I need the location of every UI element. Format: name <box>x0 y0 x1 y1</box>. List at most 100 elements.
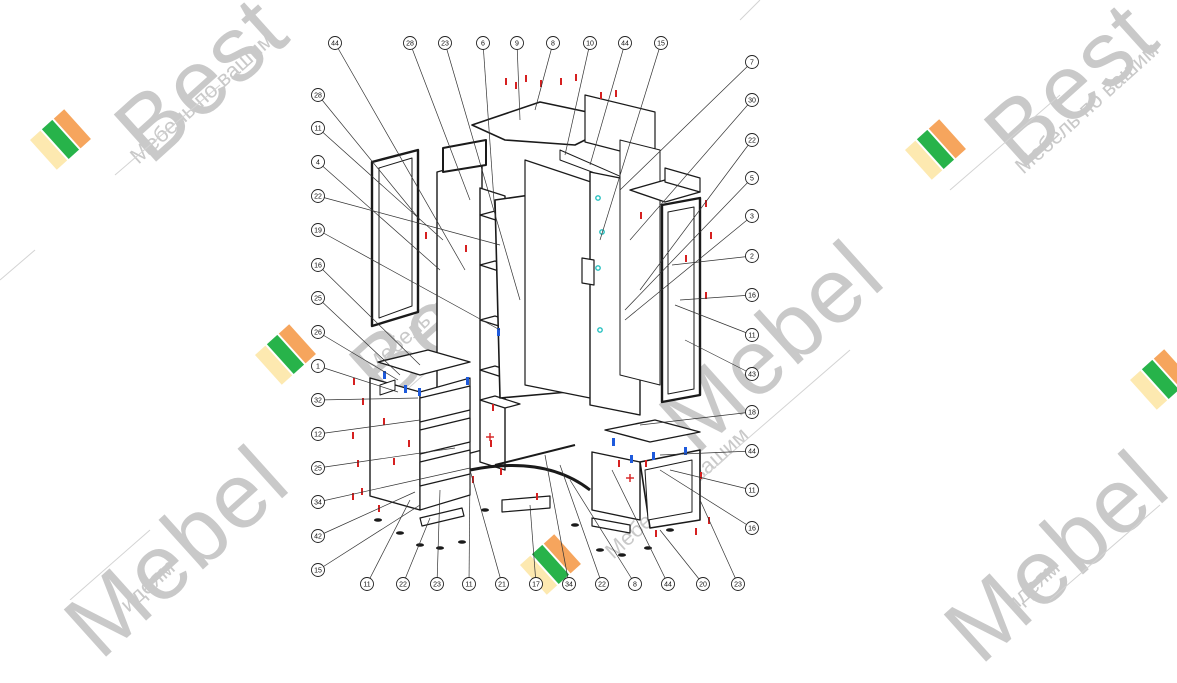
callout: 26 <box>311 325 325 339</box>
callout: 8 <box>628 577 642 591</box>
leader-line <box>317 447 456 469</box>
callout-number: 2 <box>750 253 754 260</box>
leader-line <box>317 195 501 246</box>
screw-hole-marker <box>645 460 647 467</box>
logo-mark <box>255 324 316 385</box>
dowel-marker <box>630 455 633 463</box>
callout: 16 <box>311 258 325 272</box>
callout: 28 <box>403 36 417 50</box>
callout-circle <box>654 36 668 50</box>
callout: 44 <box>328 36 342 50</box>
callout-number: 16 <box>748 525 756 532</box>
furniture-parts <box>369 94 702 534</box>
leader-line <box>482 42 496 216</box>
plinth-bar <box>501 495 551 513</box>
callout: 19 <box>311 223 325 237</box>
callout: 10 <box>583 36 597 50</box>
callout: 22 <box>396 577 410 591</box>
callout: 25 <box>311 291 325 305</box>
screw-hole-marker <box>685 255 687 262</box>
logo-stripe-orange <box>543 534 581 574</box>
screw-hole-marker <box>705 200 707 207</box>
screw-hole-marker <box>383 418 385 425</box>
callout: 5 <box>745 171 759 185</box>
foot-marker <box>481 508 489 512</box>
callout: 8 <box>546 36 560 50</box>
watermark-rule <box>949 94 1061 191</box>
leader-line <box>317 365 399 393</box>
callout-number: 6 <box>481 40 485 47</box>
callout-number: 28 <box>314 92 322 99</box>
callout: 23 <box>731 577 745 591</box>
callout-number: 11 <box>363 581 370 588</box>
right-cabinet-top <box>604 419 701 443</box>
leader-line <box>639 139 753 291</box>
screw-hole-marker <box>490 440 492 447</box>
callout-circle <box>360 577 374 591</box>
cabinet-top <box>377 349 471 376</box>
callout-circle <box>311 189 325 203</box>
callout: 16 <box>745 521 759 535</box>
callout-number: 26 <box>314 329 322 336</box>
callout-number: 7 <box>750 59 754 66</box>
hardware-markers <box>352 74 712 557</box>
callout-circle <box>430 577 444 591</box>
leader-line <box>671 255 753 266</box>
callout-circle <box>476 36 490 50</box>
callout: 21 <box>495 577 509 591</box>
leader-line <box>366 499 411 585</box>
callout-number: 22 <box>748 137 756 144</box>
leader-line <box>317 297 401 376</box>
leader-line <box>611 469 669 585</box>
callout-number: 8 <box>551 40 555 47</box>
leader-line <box>317 229 501 331</box>
callout: 22 <box>311 189 325 203</box>
logo-stripe-orange <box>928 119 966 159</box>
screw-hole-marker <box>615 90 617 97</box>
leader-line <box>516 42 521 121</box>
callout-circle <box>546 36 560 50</box>
right-inner-panel <box>619 139 661 386</box>
callout: 34 <box>562 577 576 591</box>
foot-marker <box>416 543 424 547</box>
callout-circle <box>438 36 452 50</box>
callout-number: 23 <box>441 40 449 47</box>
callout: 1 <box>311 359 325 373</box>
plinth-bar <box>419 507 465 527</box>
screw-hole-marker <box>560 78 562 85</box>
foot-marker <box>374 518 382 522</box>
screw-hole-marker <box>515 82 517 89</box>
callout: 7 <box>745 55 759 69</box>
callout: 42 <box>311 529 325 543</box>
callout-circle <box>745 55 759 69</box>
logo-stripe-orange <box>53 109 91 149</box>
callout-circle <box>745 93 759 107</box>
alignment-marker <box>595 265 601 271</box>
screw-hole-marker <box>505 78 507 85</box>
callout: 34 <box>311 495 325 509</box>
dowel-marker <box>497 328 500 336</box>
callout-circle <box>745 171 759 185</box>
drawer-front <box>419 417 471 455</box>
callout-number: 4 <box>316 159 320 166</box>
logo-mark <box>30 109 91 170</box>
callout-circle <box>328 36 342 50</box>
callout: 16 <box>745 288 759 302</box>
leader-line <box>699 499 739 585</box>
screw-hole-marker <box>361 488 363 495</box>
logo-stripe-yellow <box>1130 370 1168 410</box>
screw-hole-marker <box>618 460 620 467</box>
callout-number: 11 <box>748 332 755 339</box>
callout-circle <box>618 36 632 50</box>
callout: 4 <box>311 155 325 169</box>
callout-circle <box>745 328 759 342</box>
callout-number: 22 <box>598 581 606 588</box>
callout-number: 25 <box>314 295 322 302</box>
screw-hole-marker <box>536 493 538 500</box>
logo-mark <box>1130 349 1177 410</box>
dowel-marker <box>684 447 687 455</box>
leader-line <box>589 42 626 166</box>
screw-hole-marker <box>700 472 702 479</box>
leader-line <box>659 469 753 529</box>
